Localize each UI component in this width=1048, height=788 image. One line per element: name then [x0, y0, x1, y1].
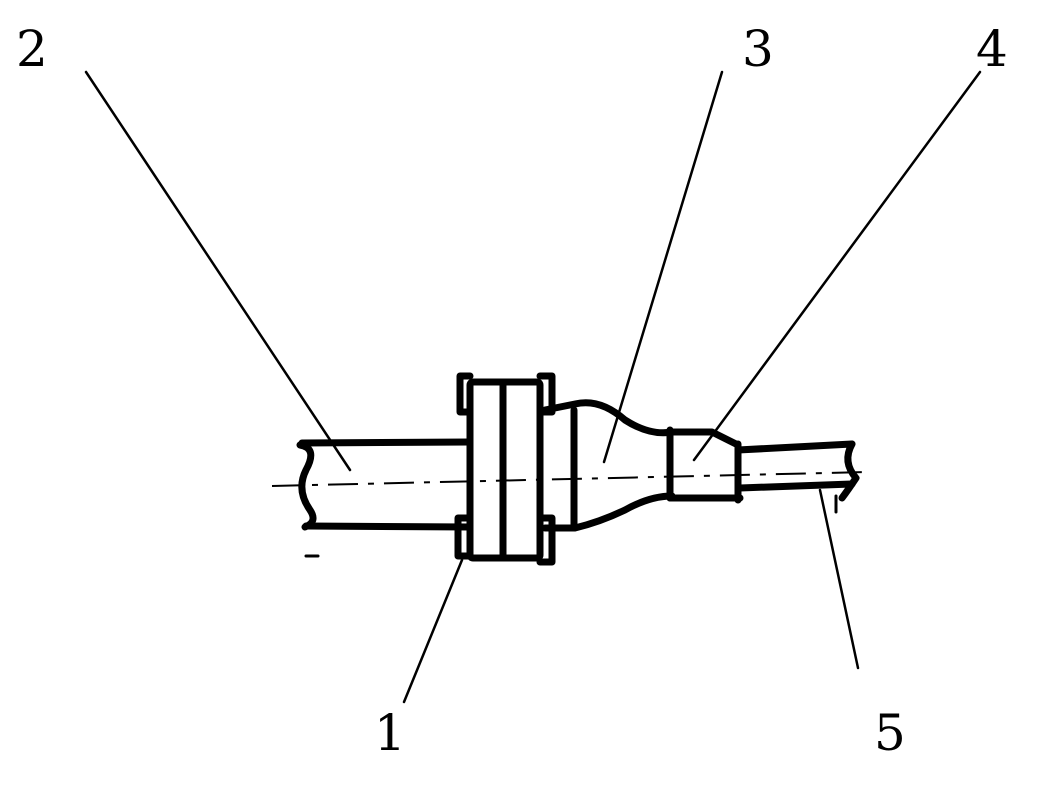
center-axis [271, 471, 869, 487]
leader-line-2 [84, 70, 352, 472]
callout-label-5: 5 [874, 704, 906, 762]
reducer [541, 399, 676, 532]
callout-label-3: 3 [742, 20, 774, 78]
leader-line-3 [602, 70, 724, 464]
leader-line-4 [692, 70, 982, 462]
leader-line-1 [402, 558, 464, 704]
small-pipe [734, 440, 860, 514]
leader-line-5 [818, 488, 860, 670]
callout-label-2: 2 [16, 20, 48, 78]
flange [454, 372, 556, 566]
callout-label-1: 1 [374, 704, 406, 762]
large-pipe [296, 438, 474, 558]
callout-label-4: 4 [976, 20, 1008, 78]
coupling [666, 428, 744, 504]
